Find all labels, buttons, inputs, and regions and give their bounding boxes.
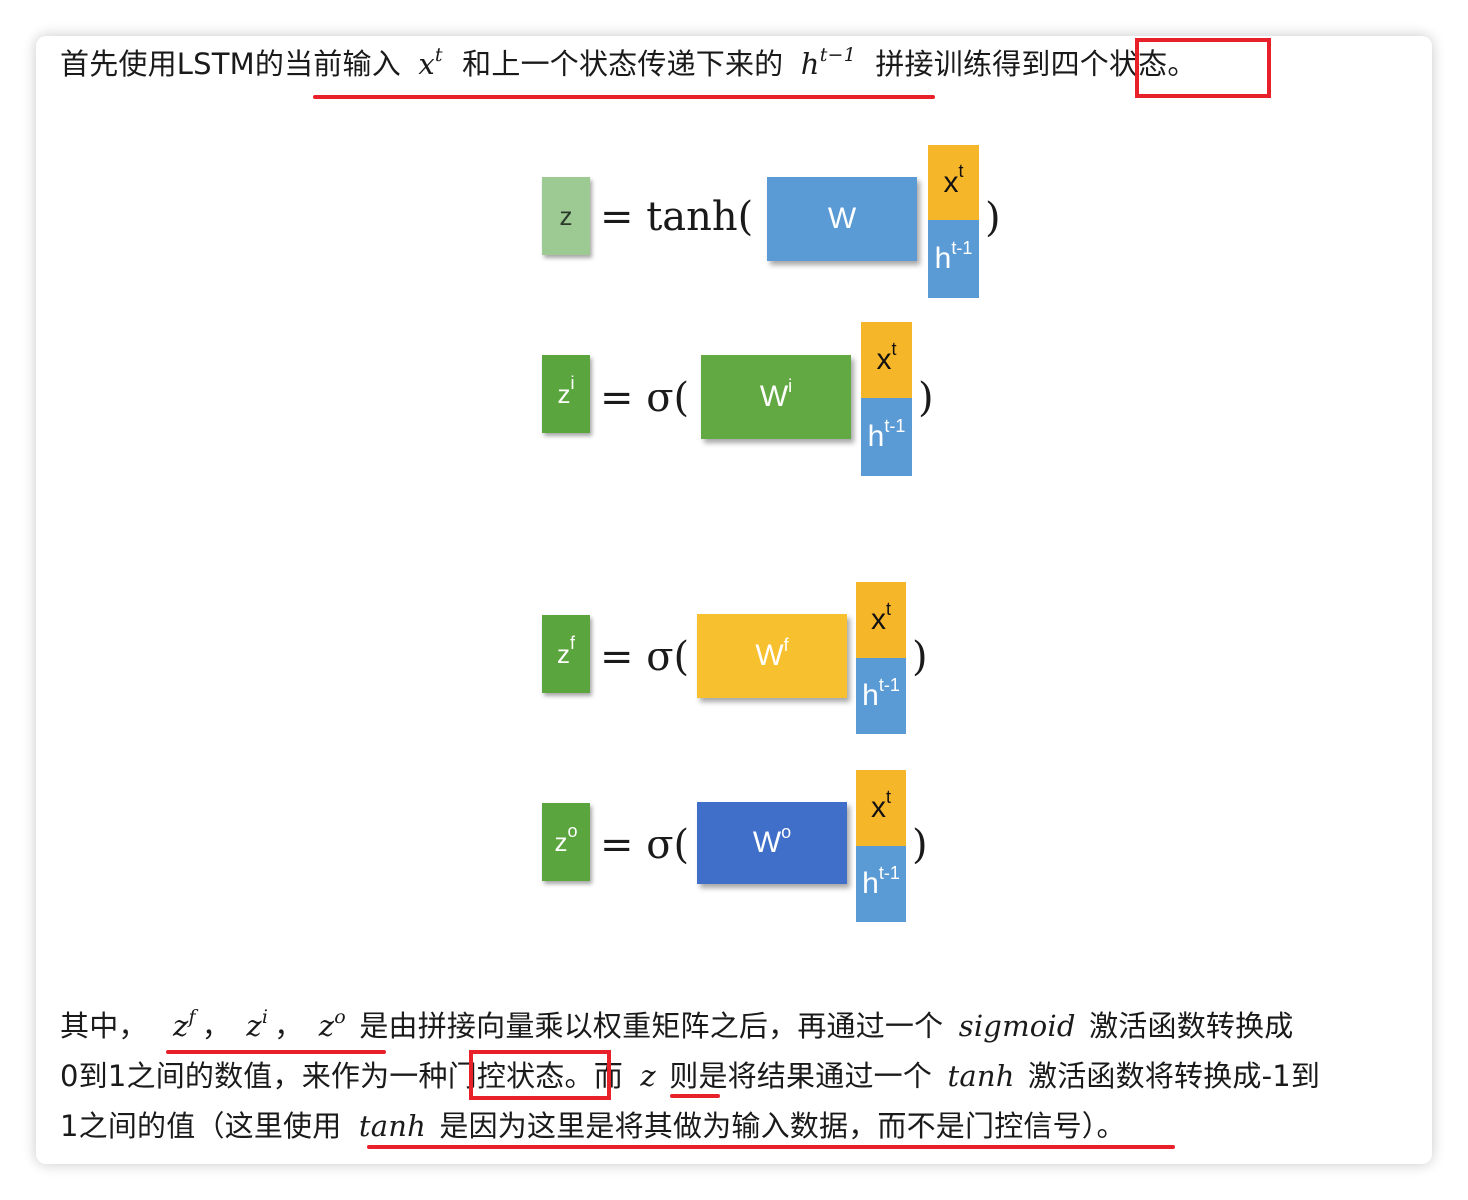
para-text: 是由拼接向量乘以权重矩阵之后，再通过一个 (359, 1009, 944, 1043)
intro-current-input: 当前输入 (284, 47, 401, 81)
math-zf: zf (173, 1006, 196, 1043)
para-text: 1之间的值（这里使用 (60, 1109, 342, 1143)
tanh-operator: = tanh( (600, 194, 754, 240)
para-text: 则是将结果通过一个 (669, 1059, 933, 1093)
tanh-underline (367, 1145, 1175, 1149)
intro-four-states: 四个状态 (1050, 47, 1168, 81)
gates-underline (166, 1050, 386, 1054)
paragraph-line-1: 其中， zf， zi， zo 是由拼接向量乘以权重矩阵之后，再通过一个 sigm… (60, 1006, 1294, 1050)
math-z: z (640, 1059, 656, 1093)
math-tanh: tanh (358, 1109, 426, 1143)
intro-text-a: 首先使用LSTM的 (60, 47, 285, 81)
intro-highlight-box (1135, 38, 1271, 98)
intro-math-h: ht−1 (800, 44, 856, 81)
comma: ， (274, 1009, 304, 1043)
para-text: 激活函数将转换成-1到 (1028, 1059, 1321, 1093)
para-text: 其中， (60, 1009, 148, 1043)
paragraph-line-3: 1之间的值（这里使用 tanh 是因为这里是将其做为输入数据，而不是门控信号）。 (60, 1106, 1126, 1146)
gate-state-box (469, 1050, 611, 1100)
intro-text-d: 拼接训练得到 (875, 47, 1051, 81)
z-underline (670, 1094, 720, 1098)
math-zi: zi (246, 1006, 269, 1043)
close-paren: ) (912, 822, 928, 868)
intro-underline (313, 95, 935, 99)
close-paren: ) (985, 195, 1001, 241)
gate-state-term: 门控状态 (447, 1059, 565, 1093)
paragraph-line-2: 0到1之间的数值，来作为一种门控状态。而 z 则是将结果通过一个 tanh 激活… (60, 1056, 1320, 1096)
document-card (36, 36, 1432, 1164)
intro-text-c: 和上一个状态传递下来的 (462, 47, 784, 81)
sigma-operator: = σ( (600, 375, 690, 421)
para-text: 0到1之间的数值，来作为一种 (60, 1059, 448, 1093)
sigma-operator: = σ( (600, 822, 690, 868)
close-paren: ) (918, 375, 934, 421)
comma: ， (201, 1009, 231, 1043)
para-text: 是因为这里是将其做为输入数据，而不是门控信号）。 (439, 1109, 1126, 1143)
math-zo: zo (318, 1006, 346, 1043)
z-block: z (542, 177, 590, 255)
para-text: 。而 (564, 1059, 623, 1093)
intro-line: 首先使用LSTM的当前输入 xt 和上一个状态传递下来的 ht−1 拼接训练得到… (60, 44, 1197, 88)
w-block: W (767, 177, 917, 261)
math-tanh: tanh (947, 1059, 1015, 1093)
sigma-operator: = σ( (600, 634, 690, 680)
para-text: 激活函数转换成 (1089, 1009, 1294, 1043)
math-sigmoid: sigmoid (958, 1009, 1076, 1043)
intro-period: 。 (1167, 47, 1197, 81)
intro-math-x: xt (418, 44, 443, 81)
close-paren: ) (912, 634, 928, 680)
